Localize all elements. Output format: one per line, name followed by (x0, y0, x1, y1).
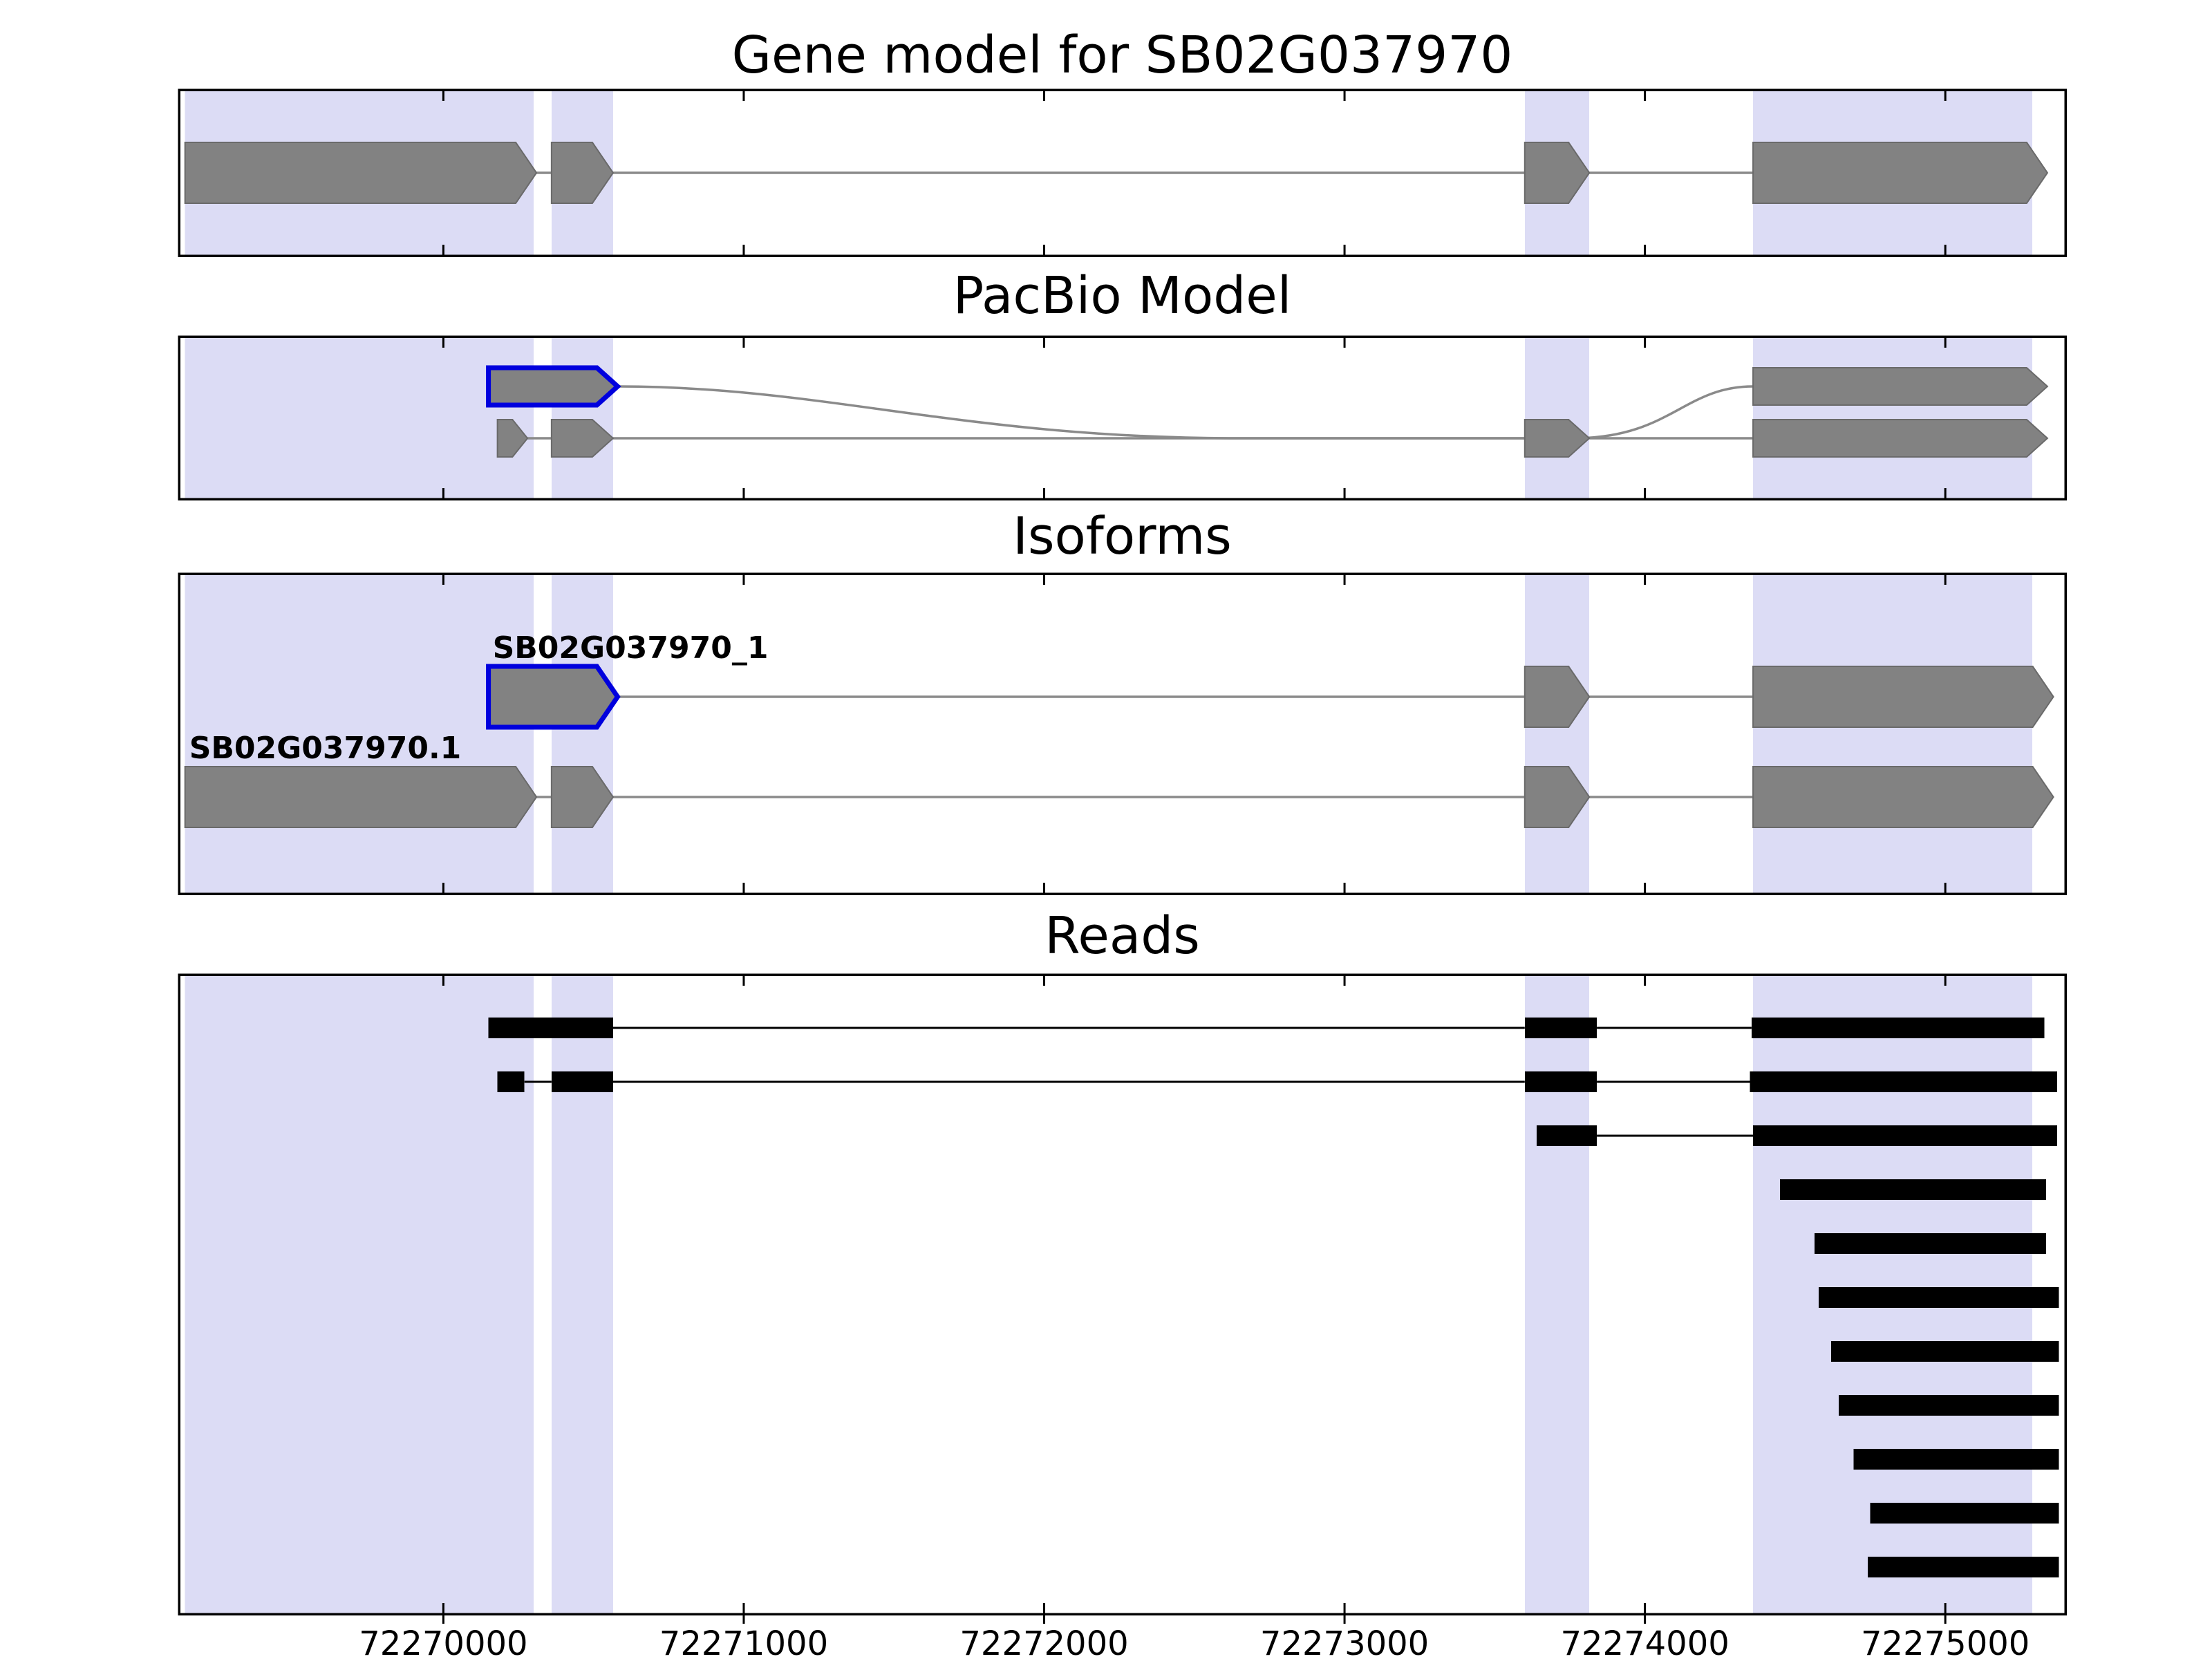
read-exon (1868, 1557, 2059, 1577)
x-tick-label: 72273000 (1259, 1624, 1430, 1659)
read-exon (1818, 1287, 2059, 1308)
read-exon (497, 1071, 525, 1092)
highlight-band (185, 574, 534, 894)
highlight-band (1524, 975, 1590, 1614)
panel-border (178, 572, 2067, 895)
exon (550, 419, 615, 458)
read-exon (1780, 1179, 2046, 1200)
panel-border (178, 973, 2067, 1615)
x-tick-label: 72270000 (359, 1624, 528, 1659)
highlight-band (1524, 337, 1590, 499)
exon (496, 419, 529, 458)
highlight-band (1524, 574, 1590, 894)
exon (1752, 666, 2054, 728)
exon (550, 142, 615, 204)
highlight-band (551, 337, 613, 499)
read-exon (1753, 1125, 2057, 1146)
x-tick-label: 72275000 (1861, 1624, 2030, 1659)
exon (1752, 142, 2049, 204)
exon (1752, 766, 2054, 828)
read-exon (1524, 1018, 1597, 1038)
exon-selected (486, 664, 621, 730)
panel-border (178, 88, 2067, 257)
highlight-band (185, 337, 534, 499)
exon (1752, 419, 2049, 458)
panel-title-reads: Reads (1044, 906, 1200, 966)
highlight-band (1753, 574, 2033, 894)
highlight-band (551, 975, 613, 1614)
panel-gene-model (178, 88, 2067, 257)
panel-pacbio-model (178, 335, 2067, 500)
read-exon (1853, 1449, 2059, 1470)
read-exon (1537, 1125, 1597, 1146)
panel-title-gene-model: Gene model for SB02G037970 (731, 26, 1513, 85)
x-tick-label: 72272000 (959, 1624, 1129, 1659)
intron-curve (617, 385, 1754, 440)
read-exon (1750, 1071, 2057, 1092)
read-exon (1870, 1503, 2059, 1524)
highlight-band (185, 975, 534, 1614)
panel-title-pacbio-model: PacBio Model (953, 266, 1292, 326)
isoform-label: SB02G037970.1 (189, 731, 462, 766)
read-exon (1751, 1018, 2045, 1038)
isoform-label: SB02G037970_1 (493, 630, 769, 666)
exon (184, 766, 538, 828)
exon (1524, 766, 1591, 828)
exon (184, 142, 538, 204)
exon (1524, 666, 1591, 728)
read-exon (551, 1071, 613, 1092)
panel-reads (178, 973, 2067, 1624)
highlight-band (551, 574, 613, 894)
exon (1752, 367, 2049, 406)
exon-selected (486, 365, 621, 408)
read-exon (1815, 1233, 2046, 1254)
exon (550, 766, 615, 828)
read-exon (1838, 1395, 2059, 1416)
panel-border (178, 335, 2067, 500)
exon (1524, 419, 1591, 458)
highlight-band (1753, 337, 2033, 499)
read-exon (1524, 1071, 1597, 1092)
x-tick-label: 72271000 (659, 1624, 829, 1659)
read-exon (1831, 1341, 2059, 1362)
exon (1524, 142, 1591, 204)
panel-title-isoforms: Isoforms (1013, 507, 1232, 566)
read-exon (488, 1018, 613, 1038)
x-tick-label: 72274000 (1560, 1624, 1730, 1659)
